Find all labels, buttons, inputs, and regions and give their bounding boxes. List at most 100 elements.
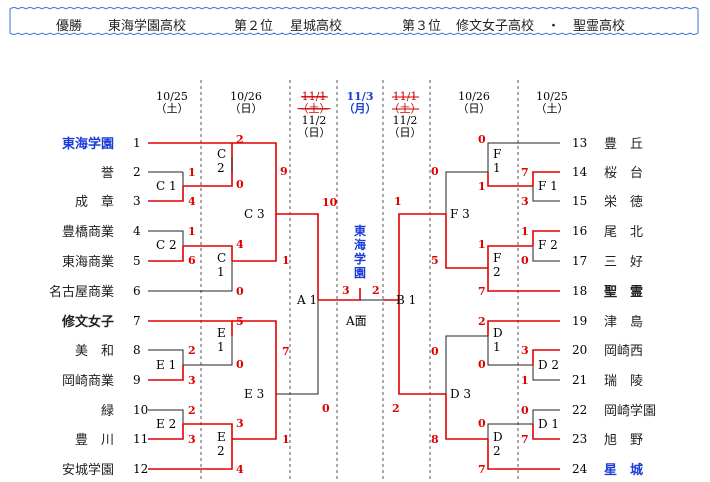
seed-right-13: 13: [572, 136, 587, 150]
line-e-bot-12: [148, 439, 233, 470]
score-a1_top: 10: [322, 196, 338, 209]
line-d3-bot: [445, 394, 488, 440]
team-right-17: 三 好: [604, 255, 643, 270]
score-d2_21: 1: [521, 374, 529, 387]
team-left-4: 豊橋商業: [62, 224, 114, 240]
score-d3_top: 0: [431, 345, 439, 358]
score-c_top_2: 0: [236, 178, 244, 191]
line-e2-10: [148, 409, 184, 424]
seed-left-5: 5: [133, 254, 141, 268]
seed-right-14: 14: [572, 165, 588, 179]
score-f2_16: 1: [521, 225, 529, 238]
third-place-label: 第３位: [402, 19, 442, 34]
seed-right-23: 23: [572, 432, 587, 446]
line-f2-win: [487, 245, 533, 268]
match-label-c1: C 1: [156, 179, 177, 193]
score-f2_17: 0: [521, 254, 529, 267]
score-b1_bot: 2: [392, 402, 400, 415]
seed-left-10: 10: [133, 403, 148, 417]
score-e_top_7: 5: [236, 315, 244, 328]
wavy-border-frame: [9, 7, 699, 35]
line-c2-win: [183, 245, 233, 261]
team-right-20: 岡崎西: [604, 344, 643, 359]
team-left-9: 岡崎商業: [62, 373, 114, 389]
second-place-team: 星城高校: [290, 19, 343, 34]
team-left-10: 緑: [101, 404, 114, 419]
team-right-23: 旭 野: [604, 433, 643, 448]
line-f2-17: [532, 246, 560, 262]
score-f1_15: 3: [521, 195, 529, 208]
score-f_bot_w: 1: [478, 238, 486, 251]
date-left-r2: 10/26（日）: [230, 90, 263, 115]
line-c-bot-up: [232, 214, 277, 262]
team-right-13: 豊 丘: [604, 137, 643, 152]
line-b1-bot: [398, 300, 446, 395]
line-f1-15: [532, 186, 560, 202]
line-d-top-w: [487, 336, 533, 366]
score-d2_20: 3: [521, 344, 529, 357]
line-f1-14: [532, 171, 560, 186]
line-c-bot-6: [148, 261, 233, 292]
seed-left-7: 7: [133, 314, 141, 328]
date-left-r3: 11/2（日）: [298, 114, 331, 139]
score-f_top_13: 0: [478, 133, 486, 146]
team-left-3: 成 章: [75, 194, 114, 210]
match-label-e2: E 2: [156, 417, 176, 431]
seed-right-19: 19: [572, 314, 587, 328]
team-right-18: 聖 霊: [604, 284, 643, 300]
seed-right-15: 15: [572, 194, 587, 208]
seed-left-3: 3: [133, 194, 141, 208]
line-c3-win: [276, 213, 319, 300]
line-d1-22: [532, 409, 560, 424]
match-label-d3: D 3: [450, 387, 471, 401]
line-e2-win: [183, 423, 233, 439]
seed-right-22: 22: [572, 403, 587, 417]
date-right-r1: 10/25（土）: [536, 90, 569, 115]
team-right-22: 岡崎学園: [604, 403, 656, 419]
score-b1_top: 1: [394, 195, 402, 208]
score-final_left: 3: [342, 284, 350, 297]
score-f3_bot: 5: [431, 254, 439, 267]
score-c1_2: 1: [188, 166, 196, 179]
line-f-top-13: [487, 142, 560, 172]
score-d_bot_24: 7: [478, 463, 486, 476]
second-place-label: 第２位: [234, 19, 274, 34]
score-d3_bot: 8: [431, 433, 439, 446]
score-c3_bot: 1: [282, 254, 290, 267]
match-label-f1: F 1: [538, 179, 558, 193]
score-e3_bot: 1: [282, 433, 290, 446]
line-c-top-up: [232, 142, 277, 214]
score-c2_5: 6: [188, 254, 196, 267]
seed-left-4: 4: [133, 224, 141, 238]
score-f1_14: 7: [521, 166, 529, 179]
date-right-r3: 11/2（日）: [389, 114, 422, 139]
final-court-label: A面: [345, 314, 367, 328]
line-d-top-19: [487, 320, 560, 336]
score-d1_23: 7: [521, 433, 529, 446]
seed-left-1: 1: [133, 136, 141, 150]
score-e1_8: 2: [188, 344, 196, 357]
match-label-f3: F 3: [450, 207, 470, 221]
seed-right-16: 16: [572, 224, 587, 238]
seed-left-11: 11: [133, 432, 148, 446]
team-right-14: 桜 台: [604, 166, 643, 181]
line-f-top-w: [487, 172, 533, 187]
score-c3_top: 9: [280, 165, 288, 178]
date-right-r3-struck: 11/1（土）: [389, 90, 422, 115]
match-label-e1: E 1: [156, 358, 176, 372]
seed-left-2: 2: [133, 165, 141, 179]
score-c_bot_w: 4: [236, 238, 244, 251]
score-e2_10: 2: [188, 404, 196, 417]
match-label-c3: C 3: [244, 207, 265, 221]
score-c_top_1: 2: [236, 133, 244, 146]
score-final_right: 2: [372, 284, 380, 297]
score-e_bot_12: 4: [236, 463, 244, 476]
score-e1_9: 3: [188, 374, 196, 387]
line-e-top-up: [232, 320, 277, 394]
line-d2-21: [532, 365, 560, 381]
score-e_top_w: 0: [236, 358, 244, 371]
